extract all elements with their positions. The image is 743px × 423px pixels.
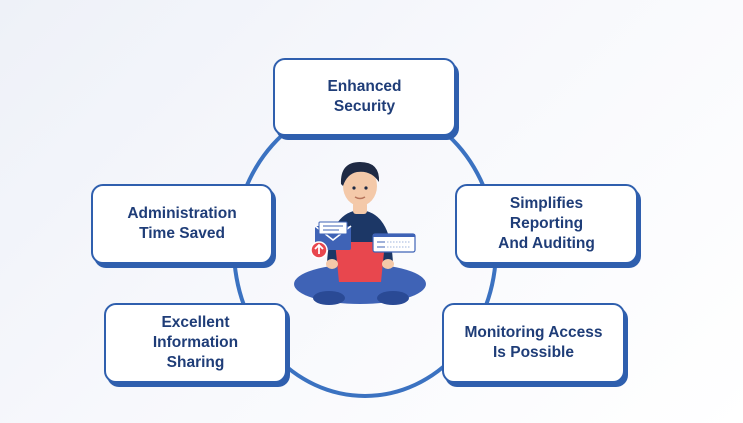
benefit-administration-time-saved: Administration Time Saved [91, 184, 273, 264]
login-card-icon [372, 233, 416, 253]
mouth [354, 196, 366, 200]
benefit-simplifies-reporting: Simplifies Reporting And Auditing [455, 184, 638, 264]
head-shape [343, 166, 377, 206]
upload-badge-icon [310, 241, 328, 259]
benefit-enhanced-security: Enhanced Security [273, 58, 456, 136]
laptop-shape [335, 242, 385, 282]
benefit-information-sharing: Excellent Information Sharing [104, 303, 287, 383]
right-eye [364, 186, 368, 190]
benefit-monitoring-access: Monitoring Access Is Possible [442, 303, 625, 383]
person-with-laptop-illustration [294, 162, 426, 305]
left-eye [352, 186, 356, 190]
left-hand [326, 259, 338, 269]
left-foot [313, 291, 345, 305]
hair-shape [340, 162, 380, 186]
right-foot [377, 291, 409, 305]
right-hand [382, 259, 394, 269]
